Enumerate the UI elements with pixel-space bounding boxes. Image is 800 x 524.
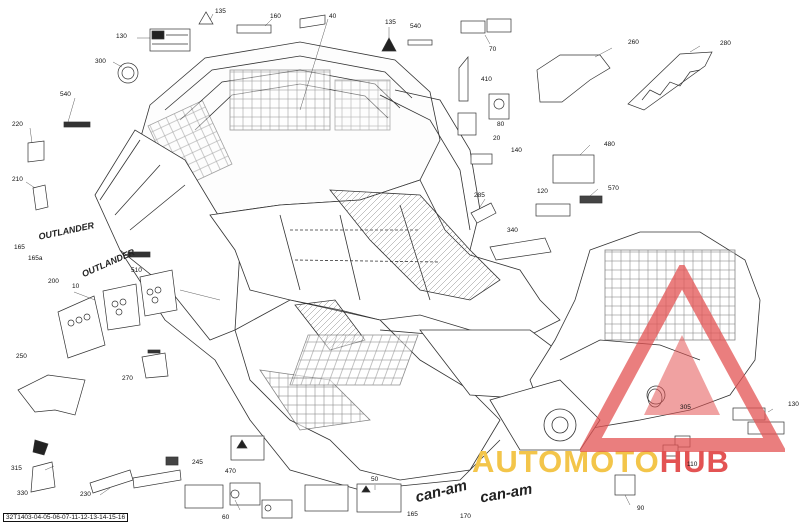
callout-200: 200 bbox=[48, 278, 59, 285]
callout-140: 140 bbox=[511, 147, 522, 154]
decal-330 bbox=[30, 461, 56, 493]
decal-20 bbox=[457, 112, 477, 136]
callout-210: 210 bbox=[12, 176, 23, 183]
callout-300: 300 bbox=[95, 58, 106, 65]
center-body bbox=[209, 179, 561, 341]
decal-470 bbox=[230, 435, 265, 461]
callout-170: 170 bbox=[460, 513, 471, 520]
callout-135a: 135 bbox=[215, 8, 226, 15]
callout-340: 340 bbox=[507, 227, 518, 234]
callout-480: 480 bbox=[604, 141, 615, 148]
callout-110: 110 bbox=[687, 461, 698, 468]
callout-410: 410 bbox=[481, 76, 492, 83]
decal-340 bbox=[489, 237, 552, 261]
left-front-fender bbox=[94, 129, 241, 341]
leader-lines bbox=[25, 13, 774, 511]
decal-315 bbox=[32, 439, 49, 456]
decal-140 bbox=[470, 153, 493, 165]
callout-230: 230 bbox=[80, 491, 91, 498]
decal-410 bbox=[458, 56, 469, 102]
callout-220: 220 bbox=[12, 121, 23, 128]
decal-230b bbox=[132, 469, 182, 489]
callout-40: 40 bbox=[329, 13, 337, 20]
decal-220 bbox=[27, 140, 45, 163]
callout-540a: 540 bbox=[410, 23, 421, 30]
callout-260: 260 bbox=[628, 39, 639, 46]
decal-10a bbox=[57, 295, 106, 359]
decal-120 bbox=[535, 203, 571, 217]
decal-40 bbox=[299, 14, 326, 29]
callout-285: 285 bbox=[474, 192, 485, 199]
callout-70: 70 bbox=[489, 46, 497, 53]
decal-80 bbox=[488, 93, 510, 120]
callout-165a-sub: 165a bbox=[28, 255, 43, 262]
callout-270: 270 bbox=[122, 375, 133, 382]
decal-60c bbox=[261, 499, 293, 519]
watermark-triangle-icon bbox=[580, 265, 785, 452]
decal-50a bbox=[304, 484, 349, 512]
callout-60: 60 bbox=[222, 514, 230, 521]
decal-135b-triangle bbox=[381, 37, 397, 52]
callout-165a: 165 bbox=[14, 244, 25, 251]
callout-160: 160 bbox=[270, 13, 281, 20]
callout-80: 80 bbox=[497, 121, 505, 128]
decal-60a bbox=[184, 484, 224, 509]
decal-570 bbox=[579, 195, 603, 204]
decal-540a bbox=[407, 39, 433, 46]
callout-120: 120 bbox=[537, 188, 548, 195]
decal-480 bbox=[552, 154, 595, 184]
decal-540b bbox=[63, 121, 91, 128]
callout-250: 250 bbox=[16, 353, 27, 360]
callout-165c: 165 bbox=[407, 511, 418, 518]
callout-470: 470 bbox=[225, 468, 236, 475]
decal-135a-triangle bbox=[198, 11, 214, 25]
decal-230a bbox=[89, 469, 134, 494]
callout-130a: 130 bbox=[116, 33, 127, 40]
decal-300 bbox=[117, 62, 139, 84]
callout-20: 20 bbox=[493, 135, 501, 142]
callout-510: 510 bbox=[131, 267, 142, 274]
callout-305: 305 bbox=[680, 404, 691, 411]
decal-270 bbox=[141, 352, 169, 379]
callout-280: 280 bbox=[720, 40, 731, 47]
callout-570: 570 bbox=[608, 185, 619, 192]
decal-160 bbox=[236, 24, 272, 34]
callout-135b: 135 bbox=[385, 19, 396, 26]
decal-280 bbox=[627, 51, 713, 111]
decal-50b bbox=[356, 483, 402, 513]
decal-510 bbox=[127, 251, 151, 258]
callout-315: 315 bbox=[11, 465, 22, 472]
callout-50: 50 bbox=[371, 476, 379, 483]
decal-210 bbox=[32, 184, 49, 211]
decal-10b bbox=[102, 283, 141, 331]
callout-245: 245 bbox=[192, 459, 203, 466]
callout-330: 330 bbox=[17, 490, 28, 497]
callout-130b: 130 bbox=[788, 401, 799, 408]
decal-250 bbox=[17, 374, 86, 416]
front-body-panel bbox=[94, 41, 571, 491]
decal-60b bbox=[229, 482, 261, 506]
decal-245 bbox=[165, 456, 179, 466]
decal-70b bbox=[486, 18, 512, 33]
callout-90: 90 bbox=[637, 505, 645, 512]
callout-10: 10 bbox=[72, 283, 80, 290]
decal-70a bbox=[460, 20, 486, 34]
callout-540b: 540 bbox=[60, 91, 71, 98]
decal-260 bbox=[536, 54, 611, 103]
diagram-part-number: 32T1403-04-05-06-07-11-12-13-14-15-16 bbox=[3, 513, 129, 522]
decal-285 bbox=[470, 202, 497, 224]
